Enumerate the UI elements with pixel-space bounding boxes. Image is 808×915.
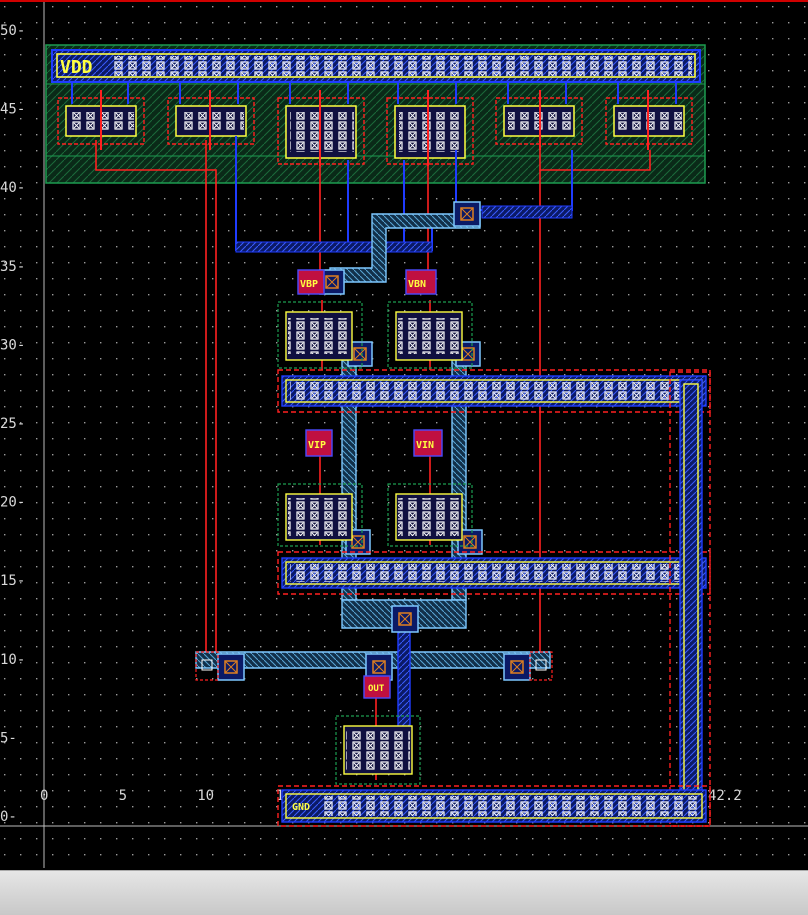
- y-axis-ticks: 50- 45- 40- 35- 30- 25- 20- 15- 10- 5- 0-: [0, 23, 25, 825]
- y-tick-label: 25-: [0, 416, 25, 432]
- y-tick-label: 45-: [0, 102, 25, 118]
- pmos-cell-3[interactable]: [277, 90, 365, 166]
- y-tick-label: 15-: [0, 573, 25, 589]
- vdd-rail[interactable]: [51, 49, 701, 83]
- pin-out[interactable]: OUT: [363, 675, 391, 699]
- x-tick-label: 42.2: [708, 788, 742, 804]
- svg-text:VIP: VIP: [308, 440, 326, 451]
- layout-canvas[interactable]: 50-45-40-35-30-25-20-15-10-5-0- 05101520…: [0, 0, 808, 870]
- pmos-cell-4[interactable]: [386, 90, 474, 166]
- y-tick-label: 10-: [0, 652, 25, 668]
- x-tick-label: 10: [197, 788, 214, 804]
- mid-rail-lower[interactable]: [277, 551, 711, 595]
- layout-view[interactable]: 50-45-40-35-30-25-20-15-10-5-0- 05101520…: [0, 2, 808, 868]
- pin-vin[interactable]: VIN: [413, 429, 443, 457]
- mid-rail-upper[interactable]: [277, 369, 711, 413]
- gnd-label: GND: [292, 802, 310, 813]
- tail-transistor[interactable]: [335, 715, 421, 785]
- pin-vbp-top[interactable]: VBP: [297, 269, 325, 295]
- svg-text:VBN: VBN: [408, 279, 426, 290]
- gnd-rail[interactable]: [277, 785, 711, 827]
- vias: [195, 201, 553, 681]
- right-vertical-strap[interactable]: [669, 371, 711, 827]
- y-tick-label: 35-: [0, 259, 25, 275]
- pmos-cell-6[interactable]: [605, 90, 693, 150]
- y-tick-label: 5-: [0, 730, 17, 746]
- metal1-bus-horizontal: [235, 241, 433, 253]
- window-top-border: [0, 0, 808, 2]
- y-tick-label: 20-: [0, 495, 25, 511]
- pmos-cell-1[interactable]: [57, 90, 145, 150]
- pin-vip[interactable]: VIP: [305, 429, 333, 457]
- svg-text:OUT: OUT: [368, 684, 385, 694]
- svg-text:VBP: VBP: [300, 279, 318, 290]
- metal1-bus-right: [481, 205, 573, 219]
- pin-vbn-top[interactable]: VBN: [405, 269, 437, 295]
- pmos-cell-5[interactable]: [495, 90, 583, 150]
- pmos-cell-2[interactable]: [167, 90, 255, 150]
- nmos-pair-upper[interactable]: [277, 301, 473, 369]
- x-tick-label: 0: [40, 788, 48, 804]
- y-tick-label: 0-: [0, 809, 17, 825]
- status-bar: [0, 870, 808, 915]
- y-tick-label: 30-: [0, 337, 25, 353]
- metal1-vdd-straps: [71, 82, 677, 104]
- y-tick-label: 40-: [0, 180, 25, 196]
- pmos-cells: [57, 90, 693, 166]
- y-tick-label: 50-: [0, 23, 25, 39]
- vdd-label: VDD: [60, 57, 93, 78]
- x-tick-label: 5: [119, 788, 127, 804]
- nmos-pair-lower[interactable]: [277, 483, 473, 547]
- svg-text:VIN: VIN: [416, 440, 434, 451]
